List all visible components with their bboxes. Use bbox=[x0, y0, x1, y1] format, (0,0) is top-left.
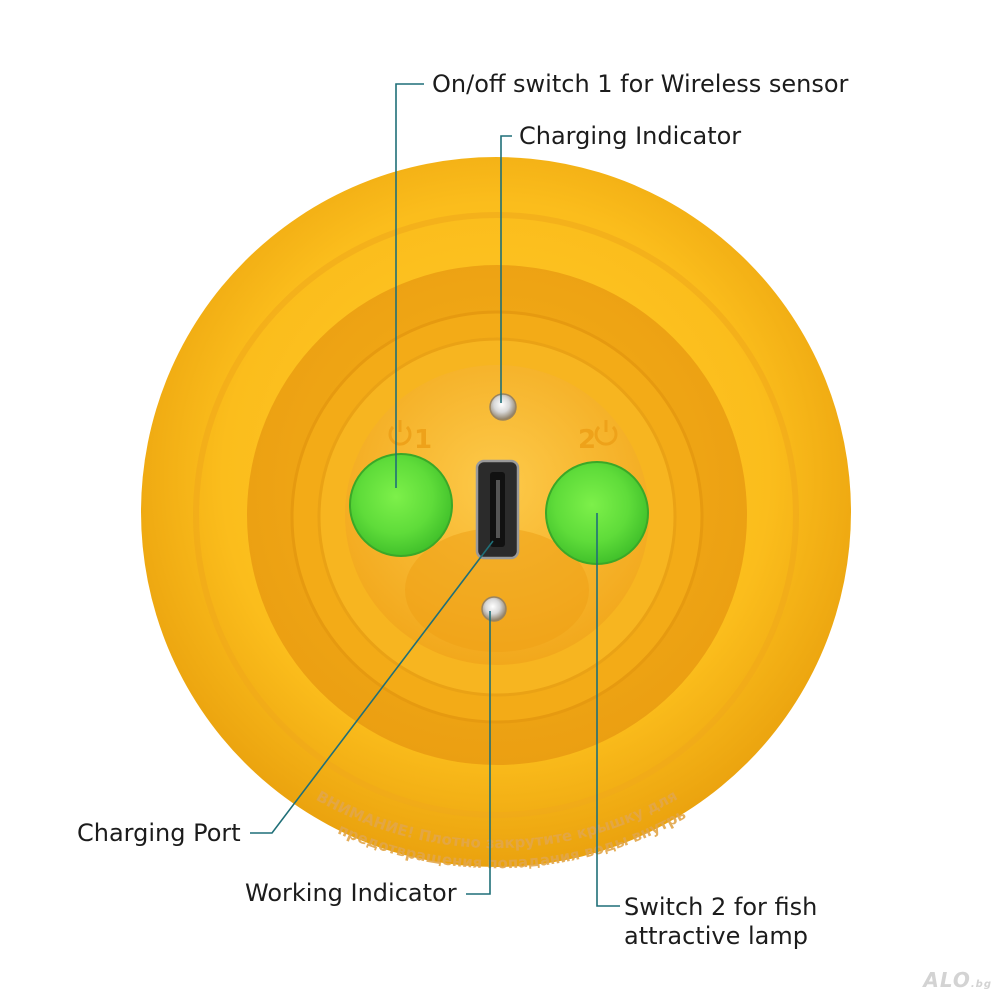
charging-indicator-led bbox=[489, 393, 517, 421]
label-switch2-line2: attractive lamp bbox=[624, 922, 808, 950]
switch2-mark: 2 bbox=[578, 425, 596, 455]
leader-working-indicator bbox=[466, 611, 491, 895]
label-onoff-switch: On/off switch 1 for Wireless sensor bbox=[432, 70, 849, 98]
device-outer-ring-edge bbox=[193, 212, 799, 818]
switch1-mark: 1 bbox=[414, 425, 432, 455]
switch2-power-icon bbox=[594, 420, 618, 446]
device-center-shadow bbox=[405, 528, 589, 652]
working-indicator-led bbox=[481, 596, 507, 622]
leader-charging-port bbox=[250, 540, 494, 834]
watermark-suffix: .bg bbox=[970, 979, 992, 990]
label-switch2-line1: Switch 2 for fish bbox=[624, 893, 818, 921]
switch1-button[interactable] bbox=[349, 453, 453, 557]
leader-switch2 bbox=[596, 513, 620, 907]
switch1-power-icon bbox=[388, 420, 412, 446]
charging-port-tongue bbox=[496, 480, 500, 538]
watermark-main: ALO bbox=[923, 968, 971, 992]
label-charging-indicator: Charging Indicator bbox=[519, 122, 742, 150]
label-working-indicator: Working Indicator bbox=[245, 879, 457, 907]
watermark-logo: ALO.bg bbox=[923, 968, 992, 992]
label-switch2: Switch 2 for fish attractive lamp bbox=[624, 893, 817, 951]
label-charging-port: Charging Port bbox=[77, 819, 241, 847]
leader-onoff-switch bbox=[395, 83, 424, 488]
leader-charging-indicator bbox=[500, 135, 512, 403]
